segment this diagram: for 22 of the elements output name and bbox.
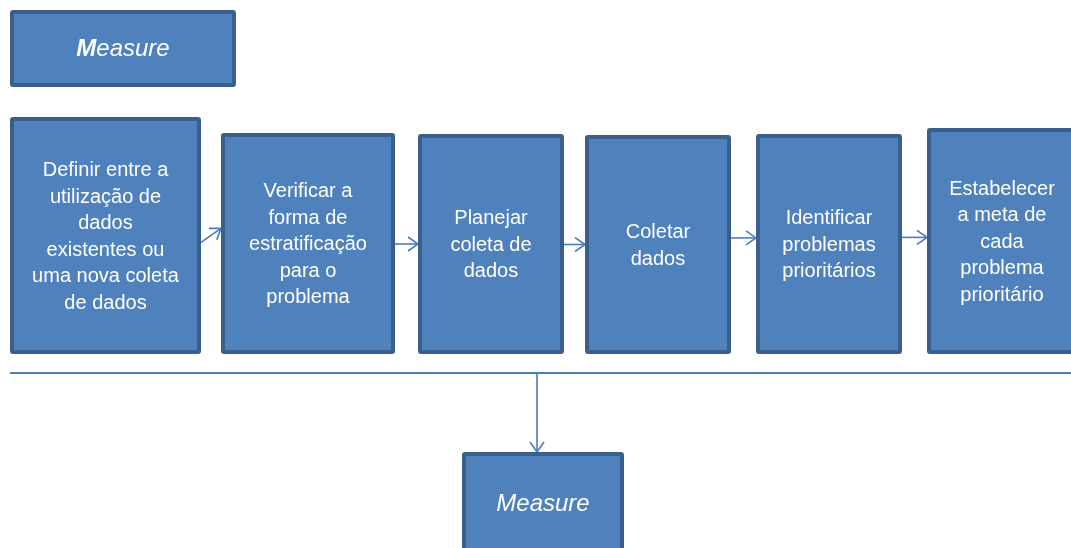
process-box: [756, 134, 902, 354]
arrow: [529, 373, 545, 453]
process-box: [462, 452, 624, 548]
arrow: [901, 229, 928, 246]
arrow: [200, 227, 222, 244]
process-box: [10, 10, 236, 87]
box-text: Measure: [495, 490, 591, 517]
process-box: [585, 135, 731, 354]
box-text: Verificar a forma de estratificação para o problema: [248, 178, 368, 310]
box-text: Definir entre a utilização de dados existentes ou uma nova coleta de dados: [31, 157, 180, 315]
process-box: [10, 117, 201, 354]
box-text: Identificar problemas prioritários: [781, 205, 877, 284]
process-box: [927, 128, 1071, 354]
arrow: [730, 230, 757, 246]
box-text: Estabelecer a meta de cada problema prioritário: [949, 175, 1055, 307]
process-box: [221, 133, 395, 354]
box-text: Coletar dados: [624, 219, 692, 271]
box-text: Measure: [75, 35, 171, 62]
arrow: [394, 236, 419, 252]
process-box: [418, 134, 564, 354]
box-text: Planejar coleta de dados: [449, 205, 533, 284]
arrow: [563, 236, 586, 253]
